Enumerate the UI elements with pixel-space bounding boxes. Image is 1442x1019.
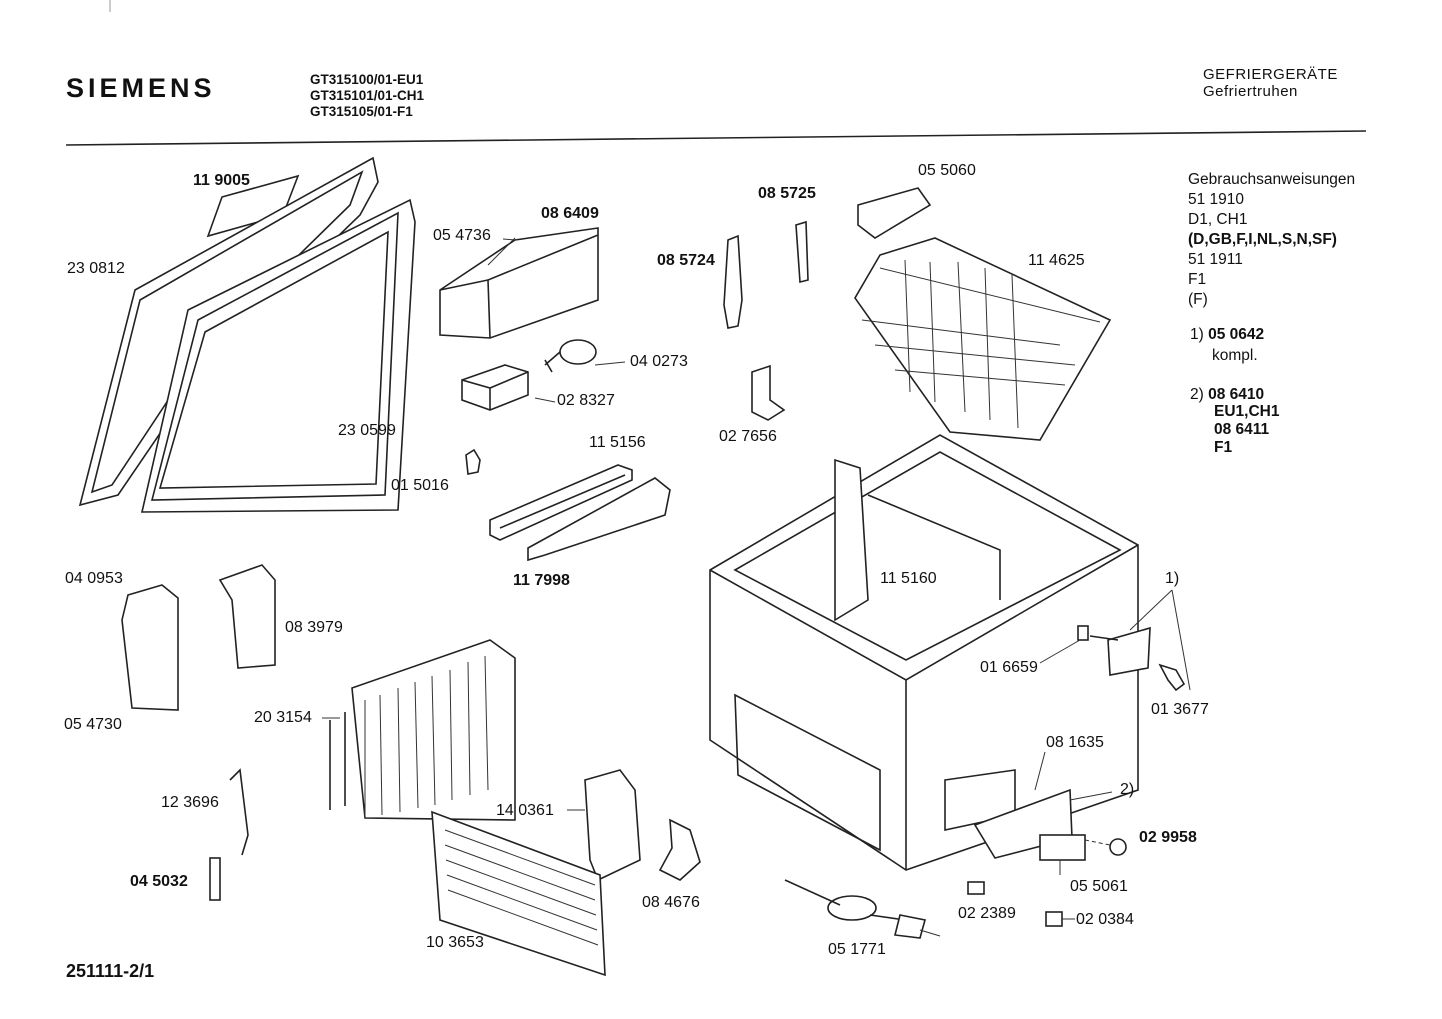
footnote-part: 08 6411 (1214, 421, 1270, 438)
part-label: 08 1635 (1046, 734, 1104, 751)
part-label: 14 0361 (496, 802, 554, 819)
part-label: 08 5725 (758, 185, 816, 202)
part-label: 20 3154 (254, 709, 312, 726)
plug-045032 (209, 857, 221, 901)
freezer-cabinet-115160 (709, 434, 1139, 871)
part-label: 04 0273 (630, 353, 688, 370)
footnote-marker-2: 2) (1120, 781, 1135, 798)
part-label: 11 9005 (193, 172, 250, 189)
part-label: 05 5060 (918, 162, 976, 179)
footnote-marker: 2) (1190, 386, 1204, 403)
drawing-number: 251111-2/1 (66, 961, 155, 981)
instruction-notes: Gebrauchsanweisungen 51 1910 D1, CH1 (D,… (1188, 170, 1355, 310)
power-cord-051771 (784, 879, 941, 939)
notes-title: Gebrauchsanweisungen (1188, 171, 1356, 188)
part-label: 02 8327 (557, 392, 615, 409)
fuse-022389 (967, 881, 985, 895)
part-label: 02 7656 (719, 428, 777, 445)
part-label: 01 6659 (980, 659, 1038, 676)
handle-rail-115156 (489, 464, 671, 562)
switch-028327 (461, 364, 529, 411)
part-label: 01 3677 (1151, 701, 1209, 718)
brand-logo: SIEMENS (66, 73, 216, 103)
notes-line: (F) (1188, 291, 1208, 308)
notes-line: 51 1911 (1188, 251, 1243, 268)
part-label: 04 0953 (65, 570, 123, 587)
lock-cylinder-016659 (1077, 625, 1089, 641)
footnote-marker-1: 1) (1165, 570, 1180, 587)
model-list: GT315100/01-EU1 GT315101/01-CH1 GT315105… (310, 72, 424, 120)
lamp-housing-086409 (439, 227, 599, 339)
fan-motor-140361 (584, 769, 641, 882)
knob-029958 (1109, 838, 1127, 856)
part-label: 11 4625 (1028, 252, 1085, 269)
footnote-2-details: EU1,CH1 08 6411 F1 (1214, 403, 1279, 457)
footnote-variant: EU1,CH1 (1214, 403, 1280, 420)
key-013677 (1158, 663, 1186, 692)
category-block: GEFRIERGERÄTE Gefriertruhen (1203, 66, 1338, 100)
rod-085724 (723, 234, 743, 329)
model-line: GT315105/01-F1 (310, 104, 413, 119)
part-label: 05 1771 (828, 941, 886, 958)
notes-line: (D,GB,F,I,NL,S,N,SF) (1188, 231, 1337, 248)
evaporator-203154 (329, 639, 516, 821)
lamp-bulb-040273 (544, 339, 597, 373)
lid-seal-frame-230599 (140, 198, 416, 513)
hinge-083979 (218, 564, 276, 669)
part-label: 11 7998 (513, 572, 570, 589)
part-label: 01 5016 (391, 477, 449, 494)
part-label: 11 5160 (880, 570, 937, 587)
footnote-2: 2) 08 6410 (1190, 385, 1264, 405)
holder-055060 (857, 187, 932, 239)
footnote-1: 1) 05 0642 (1190, 325, 1264, 345)
part-label: 23 0599 (338, 422, 396, 439)
part-label: 02 9958 (1139, 829, 1197, 846)
part-label: 02 0384 (1076, 911, 1134, 928)
model-line: GT315100/01-EU1 (310, 72, 424, 87)
rod-085725 (795, 220, 809, 284)
part-label: 05 4736 (433, 227, 491, 244)
model-line: GT315101/01-CH1 (310, 88, 425, 103)
footnote-part: 05 0642 (1208, 326, 1265, 343)
part-label: 11 5156 (589, 434, 646, 451)
part-label: 10 3653 (426, 934, 484, 951)
footnote-1-text: kompl. (1212, 347, 1258, 364)
part-label: 02 2389 (958, 905, 1016, 922)
part-label: 05 4730 (64, 716, 122, 733)
part-label: 08 5724 (657, 252, 715, 269)
part-label: 23 0812 (67, 260, 125, 277)
part-label: 05 5061 (1070, 878, 1128, 895)
clip-015016 (465, 448, 481, 475)
notes-line: 51 1910 (1188, 191, 1245, 208)
footnote-variant: F1 (1214, 439, 1233, 456)
bracket-027656 (751, 364, 786, 421)
header-rule (65, 130, 1367, 146)
sensor-123696 (229, 768, 249, 856)
notes-line: D1, CH1 (1188, 211, 1248, 228)
part-label: 04 5032 (130, 873, 188, 890)
basket-114625 (854, 237, 1112, 441)
grille-103653 (431, 810, 606, 977)
switch-055061 (1039, 834, 1086, 861)
footnote-marker: 1) (1190, 326, 1204, 343)
part-label: 08 4676 (642, 894, 700, 911)
part-label: 08 6409 (541, 205, 599, 222)
leader-lines (322, 238, 1191, 875)
hinge-040953 (121, 584, 179, 711)
fan-blade-084676 (658, 818, 701, 881)
part-label: 08 3979 (285, 619, 343, 636)
footnote-part: 08 6410 (1208, 386, 1265, 403)
part-label: 12 3696 (161, 794, 219, 811)
notes-line: F1 (1188, 271, 1207, 288)
category-subtitle: Gefriertruhen (1203, 83, 1298, 100)
lock-plate (1107, 626, 1151, 676)
plug-020384 (1045, 911, 1063, 927)
category-title: GEFRIERGERÄTE (1203, 66, 1338, 83)
